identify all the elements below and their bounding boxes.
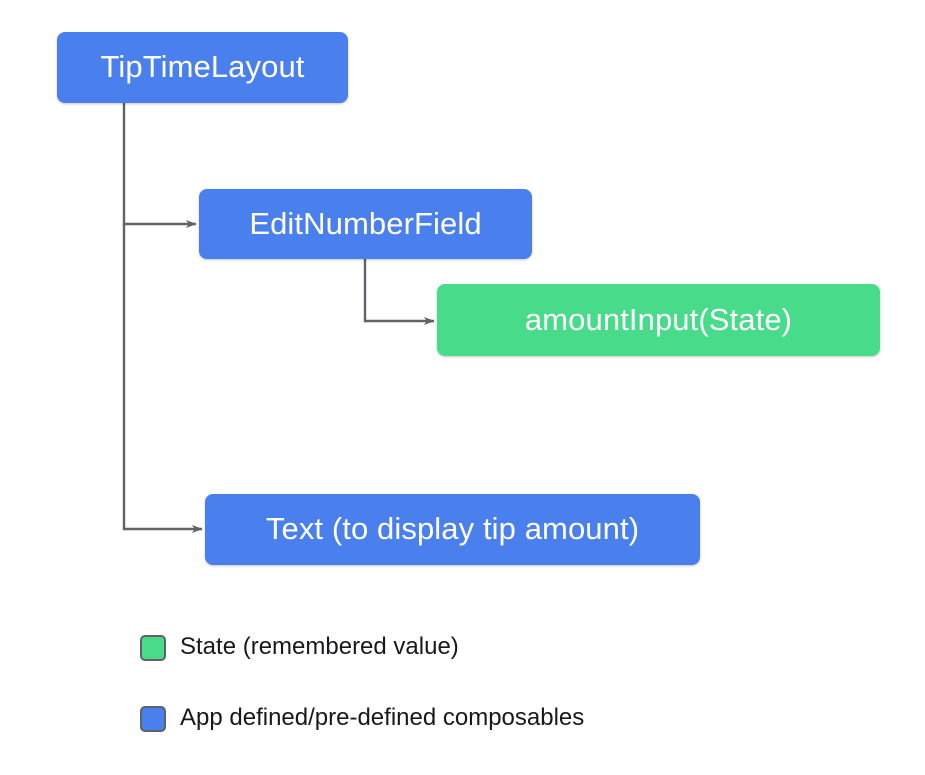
legend-item-state-label: State (remembered value) — [180, 633, 459, 660]
node-tiptimelayout-label: TipTimeLayout — [100, 49, 305, 84]
legend-swatch-composable-icon — [140, 706, 166, 732]
legend-swatch-state-icon — [140, 635, 166, 661]
legend-item-state: State (remembered value) — [140, 627, 740, 669]
node-amountinput[interactable]: amountInput(State) — [437, 284, 880, 356]
node-editnumberfield-label: EditNumberField — [249, 205, 482, 241]
legend-item-composables: App defined/pre-defined composables — [140, 698, 740, 740]
edge-editnumberfield-to-amountinput — [363, 259, 435, 326]
legend: State (remembered value) App defined/pre… — [140, 627, 740, 740]
node-text[interactable]: Text (to display tip amount) — [205, 494, 700, 565]
node-tiptimelayout[interactable]: TipTimeLayout — [57, 32, 348, 103]
edge-tiptimelayout-to-editnumberfield — [122, 103, 197, 229]
node-text-label: Text (to display tip amount) — [265, 511, 640, 546]
legend-item-composables-label: App defined/pre-defined composables — [180, 704, 585, 731]
node-editnumberfield[interactable]: EditNumberField — [199, 189, 532, 259]
node-amountinput-label: amountInput(State) — [524, 301, 793, 337]
edge-tiptimelayout-to-text — [122, 224, 203, 534]
